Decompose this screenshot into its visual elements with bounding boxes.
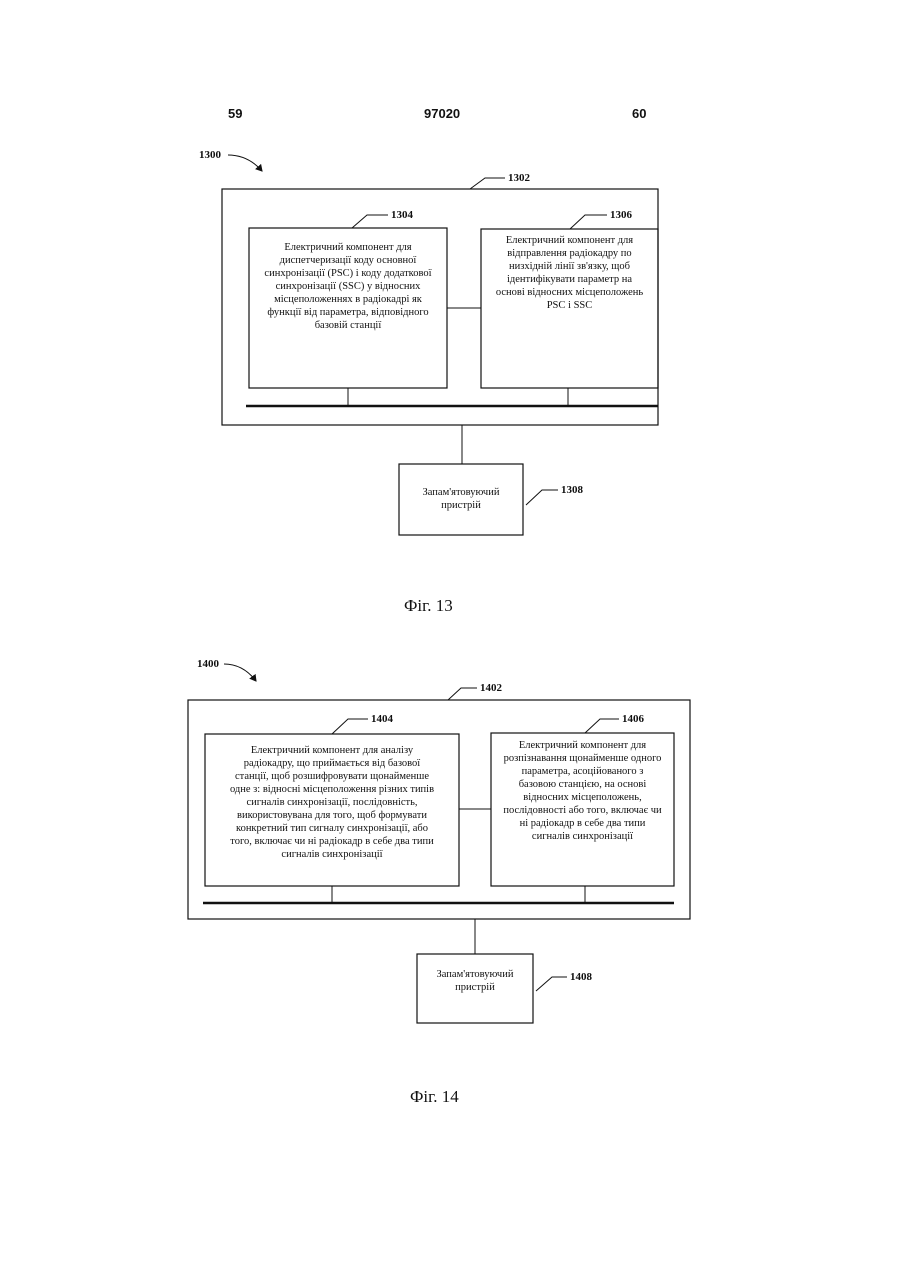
memory-1308-text: Запам'ятовуючий пристрій — [401, 486, 521, 512]
ref-1402-leader — [448, 688, 477, 700]
component-1404-text: Електричний компонент для аналізу радіок… — [207, 744, 457, 861]
figure-13-caption: Фіг. 13 — [404, 596, 453, 616]
figure-14-caption: Фіг. 14 — [410, 1087, 459, 1107]
ref-1406-leader — [585, 719, 619, 733]
ref-1406: 1406 — [622, 713, 645, 725]
ref-1404-leader — [332, 719, 368, 734]
component-1304-text: Електричний компонент для диспетчеризаці… — [251, 241, 445, 332]
ref-1300: 1300 — [199, 149, 222, 161]
ref-1408: 1408 — [570, 971, 593, 983]
ref-1400: 1400 — [197, 658, 220, 670]
ref-1306-leader — [570, 215, 607, 229]
ref-1404: 1404 — [371, 713, 394, 725]
ref-1304-leader — [352, 215, 388, 228]
ref-1408-leader — [536, 977, 567, 991]
figure-13: 1300 1302 1304 1306 1308 — [199, 149, 658, 535]
ref-1306: 1306 — [610, 209, 633, 221]
ref-1304: 1304 — [391, 209, 414, 221]
ref-1308: 1308 — [561, 484, 584, 496]
component-1406-text: Електричний компонент для розпізнавання … — [493, 739, 672, 843]
ref-1400-arrow — [224, 664, 256, 681]
memory-1408-text: Запам'ятовуючий пристрій — [419, 968, 531, 994]
ref-1300-arrow — [228, 155, 262, 171]
ref-1402: 1402 — [480, 682, 503, 694]
component-1306-text: Електричний компонент для відправлення р… — [483, 234, 656, 312]
ref-1302-leader — [470, 178, 505, 189]
ref-1308-leader — [526, 490, 558, 505]
ref-1302: 1302 — [508, 172, 531, 184]
